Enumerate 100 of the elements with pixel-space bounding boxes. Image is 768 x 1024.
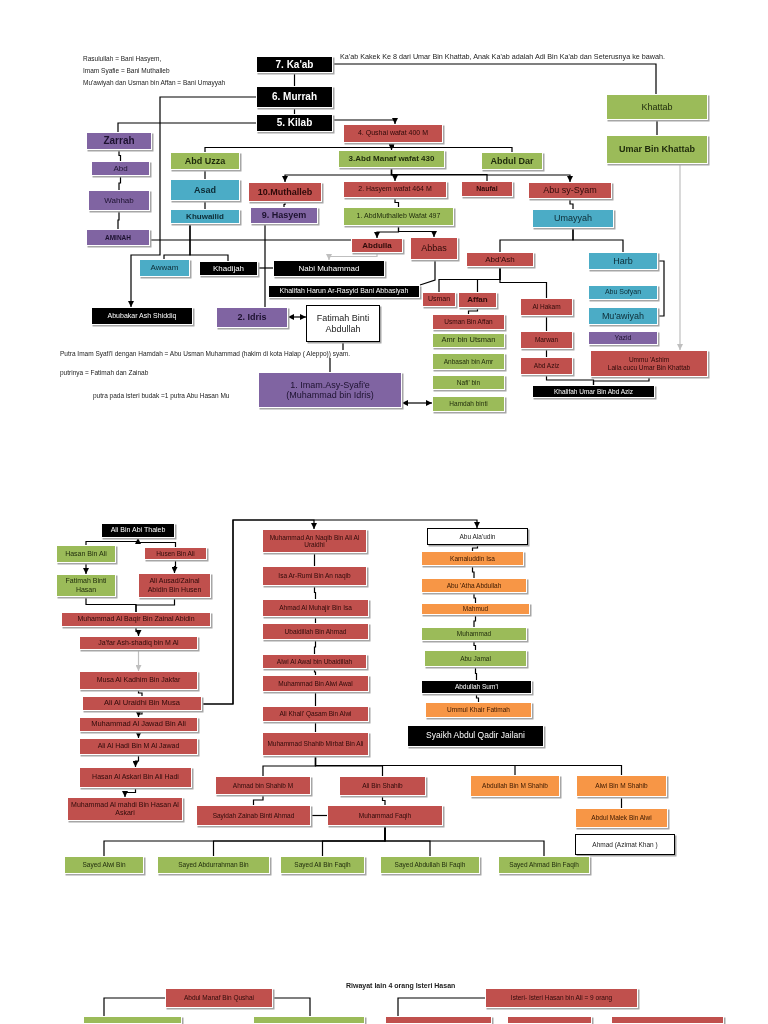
- person-box: [280, 856, 365, 874]
- person-name: 2. Idris: [237, 312, 267, 323]
- person-name: 6. Murrah: [272, 91, 317, 103]
- person-box: [575, 808, 668, 828]
- connector-line: [392, 142, 513, 153]
- person-box: [88, 190, 150, 211]
- connector-line: [326, 252, 378, 261]
- person-box: [139, 259, 190, 277]
- connector-line: [677, 163, 683, 351]
- person-box: [196, 805, 311, 826]
- person-box: [262, 599, 369, 617]
- person-box: [498, 856, 590, 874]
- person-box: [520, 298, 573, 316]
- person-box: [170, 179, 240, 201]
- person-name: Abu sy-Syam: [543, 185, 597, 196]
- connector-line: [135, 649, 142, 672]
- connector-line: [592, 376, 650, 386]
- connector-line: [201, 519, 480, 705]
- person-box: [421, 680, 532, 694]
- person-box: [590, 350, 708, 377]
- person-box: [273, 260, 385, 277]
- person-box: [86, 132, 152, 150]
- person-box: [343, 181, 447, 198]
- person-name: 5. Kilab: [276, 117, 313, 129]
- connector-line: [569, 198, 574, 210]
- connector-line: [473, 592, 477, 604]
- person-name: Syaikh Abdul Qadir Jailani: [426, 731, 525, 741]
- person-box: [410, 237, 458, 260]
- connector-line: [467, 307, 479, 315]
- connector-line: [118, 149, 122, 162]
- connector-line: [471, 544, 479, 552]
- person-box: [256, 56, 333, 73]
- person-box: [262, 529, 367, 553]
- connector-line: [283, 201, 286, 208]
- person-box: [528, 182, 612, 199]
- person-box: [250, 207, 318, 224]
- person-box: [485, 988, 638, 1008]
- person-box: [466, 252, 534, 267]
- person-name: Abd'Ash: [485, 254, 515, 265]
- connector-line: [314, 755, 623, 776]
- person-name: (Muhammad bin Idris): [286, 390, 374, 401]
- connector-line: [332, 63, 657, 95]
- person-box: [327, 805, 443, 826]
- connector-line: [471, 565, 475, 579]
- person-box: [64, 856, 144, 874]
- person-box: [606, 135, 708, 164]
- person-box: [56, 545, 116, 563]
- connector-line: [272, 997, 311, 1017]
- connector-line: [419, 259, 436, 286]
- person-name: Khattab: [641, 101, 673, 113]
- connector-line: [171, 559, 178, 574]
- connector-line: [293, 107, 296, 115]
- person-name: Abbas: [421, 243, 447, 254]
- person-box: [256, 86, 333, 108]
- person-box: [588, 252, 658, 270]
- person-box: [91, 161, 150, 176]
- connector-line: [287, 314, 307, 320]
- person-box: [170, 209, 240, 224]
- person-box: [262, 706, 369, 722]
- person-name: Umar Bin Khattab: [619, 144, 695, 155]
- person-box: [86, 229, 150, 246]
- connector-line: [264, 223, 266, 308]
- connector-line: [189, 223, 229, 262]
- connector-line: [204, 200, 206, 210]
- empty-box: [507, 1016, 592, 1024]
- person-box: [422, 292, 456, 307]
- person-name: 10.Muthalleb: [257, 186, 313, 198]
- person-name: Umayyah: [554, 213, 592, 224]
- person-name: Mu'awiyah: [601, 310, 645, 322]
- person-name: Khadijah: [212, 263, 245, 274]
- connector-line: [135, 537, 177, 548]
- person-box: [425, 702, 532, 718]
- empty-box: [83, 1016, 182, 1024]
- person-box: [91, 307, 193, 325]
- person-box: [258, 372, 402, 408]
- empty-box: [385, 1016, 492, 1024]
- person-box: [458, 292, 497, 308]
- person-box: [532, 209, 614, 228]
- person-box: [380, 856, 480, 874]
- connector-line: [135, 731, 142, 739]
- person-box: [576, 775, 667, 797]
- connector-line: [135, 626, 142, 637]
- person-box: [79, 671, 198, 690]
- connector-line: [397, 225, 437, 238]
- person-box: [138, 573, 211, 598]
- connector-line: [252, 794, 264, 806]
- person-name: 1. Imam.Asy-Syafi'e: [290, 379, 370, 390]
- connector-line: [83, 562, 89, 575]
- connector-line: [314, 616, 317, 624]
- person-box: [79, 636, 198, 650]
- person-box: [82, 696, 202, 711]
- person-name: Awwam: [150, 263, 179, 273]
- person-box: [407, 725, 544, 747]
- person-box: [351, 238, 403, 253]
- person-box: [262, 623, 369, 640]
- empty-box: [611, 1016, 724, 1024]
- person-box: [79, 717, 198, 732]
- person-box: [421, 627, 527, 641]
- person-name: Nabi Muhammad: [298, 263, 360, 274]
- connector-line: [135, 710, 143, 718]
